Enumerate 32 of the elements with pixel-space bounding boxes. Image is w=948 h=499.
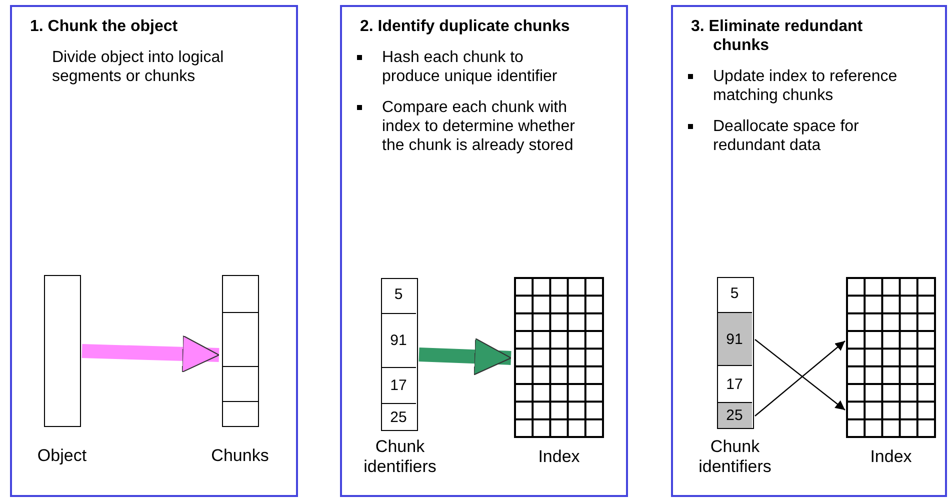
step-panel — [10, 5, 298, 497]
panel-heading: 3. Eliminate redundant chunks — [690, 17, 864, 55]
object-block — [44, 274, 80, 426]
identifier-cell: 17 — [382, 367, 416, 403]
index-grid — [846, 276, 936, 438]
bullet-item: Compare each chunk with index to determine whether the chunk is already stored — [354, 98, 580, 155]
caption-label: Chunk identifiers — [698, 437, 772, 477]
identifier-cell: 25 — [718, 402, 752, 428]
identifier-cell: 91 — [382, 313, 416, 367]
panel-heading: 2. Identify duplicate chunks — [359, 17, 571, 36]
identifier-stack — [380, 278, 418, 430]
caption-label: Chunks — [210, 446, 270, 466]
identifier-cell: 5 — [382, 277, 416, 312]
caption-label: Index — [869, 447, 913, 467]
block-arrow — [418, 338, 512, 376]
index-grid — [514, 276, 604, 438]
step-panel — [340, 5, 628, 497]
step-panel — [671, 5, 947, 497]
bullet-item: Hash each chunk to produce unique identifier — [354, 48, 580, 86]
bullet-item: Update index to reference matching chunks — [685, 67, 899, 105]
identifier-cell: 91 — [718, 312, 752, 365]
chunk-stack — [222, 274, 258, 426]
identifier-cell: 25 — [382, 403, 416, 430]
caption-label: Object — [36, 446, 88, 466]
caption-label: Index — [537, 447, 581, 467]
block-arrow — [82, 335, 220, 373]
panel-heading: 1. Chunk the object — [29, 17, 179, 36]
description-text: Divide object into logical segments or chunks — [52, 48, 225, 86]
bullet-item: Deallocate space for redundant data — [685, 117, 899, 155]
caption-label: Chunk identifiers — [362, 437, 438, 477]
identifier-cell: 5 — [718, 276, 752, 310]
identifier-stack — [716, 276, 754, 428]
